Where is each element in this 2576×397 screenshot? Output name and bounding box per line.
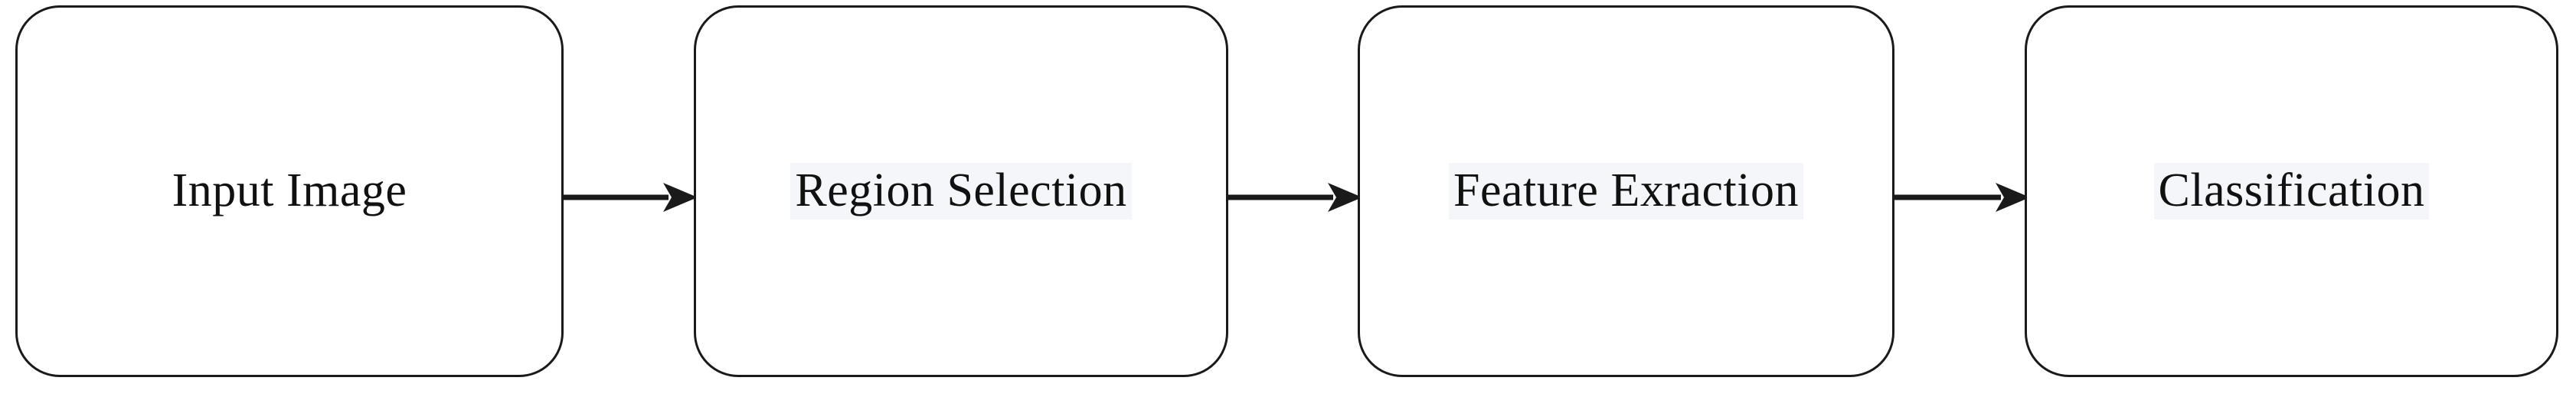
- stage-box-feature-extraction[interactable]: Feature Exraction: [1358, 5, 1894, 377]
- stage-label-region-selection: Region Selection: [790, 163, 1132, 220]
- arrow-input-image-to-region-selection: [561, 174, 698, 220]
- stage-label-input-image: Input Image: [172, 164, 407, 217]
- arrow-region-selection-to-feature-extraction: [1226, 174, 1362, 220]
- arrow-feature-extraction-to-classification: [1892, 174, 2030, 220]
- stage-box-classification[interactable]: Classification: [2025, 5, 2558, 377]
- stage-label-feature-extraction: Feature Exraction: [1449, 163, 1803, 220]
- stage-box-region-selection[interactable]: Region Selection: [694, 5, 1228, 377]
- stage-label-classification: Classification: [2153, 163, 2430, 220]
- stage-box-input-image[interactable]: Input Image: [15, 5, 564, 377]
